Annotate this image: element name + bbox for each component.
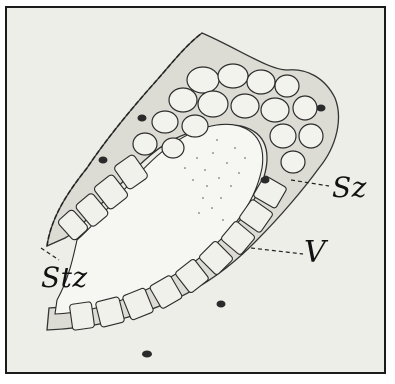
label-sz: Sz (332, 174, 367, 202)
figure-frame: Sz V Stz (5, 6, 386, 374)
cell-tissue-illustration (7, 8, 386, 374)
label-v: V (304, 238, 326, 268)
label-stz: Stz (41, 264, 88, 292)
